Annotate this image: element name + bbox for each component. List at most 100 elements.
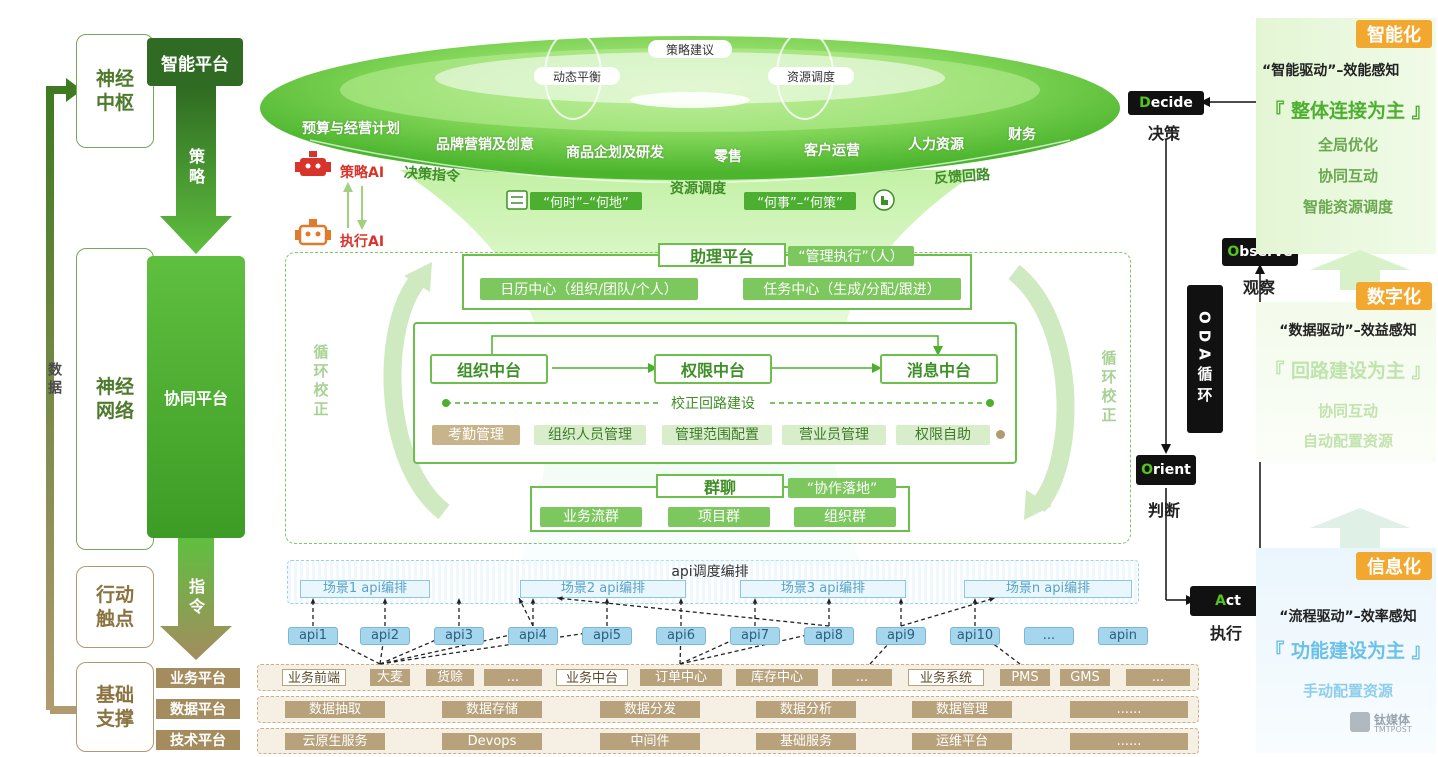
business-item: ... — [1126, 669, 1190, 686]
group-chat-item: 项目群 — [668, 507, 770, 527]
scene-orchestration: 场景2 api编排 — [520, 580, 686, 598]
business-item: 订单中心 — [640, 669, 722, 686]
api-link-arrowhead — [752, 598, 758, 604]
api-link-arrowhead — [826, 598, 832, 604]
execution-ai-robot-icon — [295, 219, 331, 246]
ai-exchange-arrows — [343, 182, 367, 230]
business-item: PMS — [1000, 669, 1050, 686]
cycle-correction-right: 循环校正 — [1099, 350, 1118, 426]
dynamic-balance-pill: 动态平衡 — [534, 67, 620, 85]
oda-rest-letters: ecide — [1150, 95, 1193, 111]
decide-cn: 决策 — [1148, 124, 1181, 143]
api-link-arrowhead — [972, 598, 978, 604]
api-endpoint: api8 — [804, 627, 854, 645]
resource-scheduling-pill: 资源调度 — [768, 67, 854, 85]
api-endpoint: ... — [1024, 627, 1074, 645]
api-link-arrowhead — [898, 598, 904, 604]
task-center-tag: 任务中心（生成/分配/跟进） — [743, 278, 961, 300]
neural-network-box: 神经 网络 — [76, 248, 154, 550]
data-label: 数据 — [46, 362, 62, 398]
oda-rest-letters: ct — [1225, 593, 1241, 609]
act-box: Act — [1190, 586, 1266, 616]
business-item: 大麦 — [370, 669, 410, 686]
data-platform-item: 数据分发 — [600, 701, 700, 718]
api-endpoint: api3 — [434, 627, 484, 645]
neural-center-box: 神经 中枢 — [76, 34, 154, 148]
tmtpost-logo-icon — [1350, 712, 1370, 732]
business-domain-label: 品牌营销及创意 — [436, 137, 534, 153]
api-link-line — [974, 629, 1021, 665]
loop-building-text: 『 回路建设为主 』 — [1265, 360, 1431, 382]
api-link-arrowhead — [989, 597, 995, 602]
api-endpoint: api7 — [730, 627, 780, 645]
group-chat-item: 业务流群 — [540, 507, 642, 527]
business-item: 业务系统 — [908, 669, 984, 686]
act-cn: 执行 — [1210, 624, 1243, 643]
business-domain-label: 预算与经营计划 — [302, 121, 400, 137]
api-endpoint: api5 — [582, 627, 632, 645]
oda-initial-letter: O — [1227, 244, 1240, 260]
api-link-arrowhead — [382, 598, 388, 604]
data-platform-item: ...... — [1070, 701, 1188, 718]
cycle-correction-left: 循环校正 — [311, 344, 330, 420]
decision-command-label: 决策指令 — [403, 165, 461, 185]
data-platform-tag: 数据平台 — [156, 699, 240, 719]
command-label: 指令 — [186, 578, 205, 618]
business-domain-label: 人力资源 — [908, 137, 964, 153]
info-stage-panel — [1256, 548, 1436, 753]
collab-platform-block: 协同平台 — [147, 256, 245, 538]
business-item: GMS — [1060, 669, 1110, 686]
overall-connection-text: 『 整体连接为主 』 — [1265, 100, 1431, 122]
assistant-platform-title: 助理平台 — [658, 243, 786, 267]
smart-feature-item: 智能资源调度 — [1302, 198, 1393, 216]
scene-orchestration: 场景1 api编排 — [300, 580, 430, 598]
what-strategy-tag: “何事”–“何策” — [744, 192, 856, 211]
strategy-label: 策略 — [186, 148, 205, 188]
api-link-arrowhead — [604, 598, 610, 604]
management-sub-item: 营业员管理 — [782, 425, 886, 445]
scene-orchestration: 场景n api编排 — [964, 580, 1132, 598]
business-domain-label: 零售 — [714, 149, 742, 165]
foundation-support-box: 基础 支撑 — [76, 662, 154, 752]
business-item: 库存中心 — [736, 669, 818, 686]
management-sub-item: 考勤管理 — [432, 425, 520, 445]
orient-box: Orient — [1136, 455, 1196, 485]
tech-platform-item: 中间件 — [600, 733, 700, 750]
api-endpoint: api9 — [876, 627, 926, 645]
info-feature-item: 手动配置资源 — [1302, 682, 1393, 700]
api-link-line — [900, 597, 996, 627]
data-platform-item: 数据管理 — [912, 701, 1012, 718]
business-item: 业务中台 — [556, 669, 628, 686]
scene-orchestration: 场景3 api编排 — [740, 580, 906, 598]
calendar-center-tag: 日历中心（组织/团队/个人） — [480, 278, 698, 300]
strategy-ai-robot-icon — [295, 151, 331, 176]
tech-platform-row — [257, 728, 1199, 754]
process-driven-text: “流程驱动”–效率感知 — [1279, 609, 1417, 625]
tech-platform-item: 基础服务 — [756, 733, 856, 750]
data-platform-row — [257, 696, 1199, 723]
strategy-arrow — [160, 86, 232, 254]
api-link-arrowhead — [557, 596, 563, 601]
orient-label: Orient — [1141, 462, 1191, 478]
tech-platform-tag: 技术平台 — [156, 730, 240, 750]
api-orchestration-title: api调度编排 — [671, 564, 749, 580]
cycle-right-arrow — [1008, 264, 1075, 520]
tech-platform-item: Devops — [442, 733, 542, 750]
oda-loop-label: ODA循环 — [1187, 285, 1223, 433]
api-link-line — [518, 597, 534, 627]
tech-platform-item: 云原生服务 — [285, 733, 385, 750]
api-link-line — [379, 629, 534, 665]
api-endpoint: api10 — [950, 627, 1000, 645]
management-sub-item: 权限自助 — [896, 425, 990, 445]
stage-up-arrows — [1310, 250, 1410, 548]
data-feedback-arrow — [46, 78, 82, 714]
function-building-text: 『 功能建设为主 』 — [1265, 640, 1431, 662]
data-driven-text: “数据驱动”–效益感知 — [1279, 323, 1417, 339]
api-link-arrowhead — [530, 598, 536, 604]
business-platform-tag: 业务平台 — [156, 668, 240, 688]
api-link-line — [556, 597, 830, 627]
oda-initial-letter: O — [1141, 462, 1154, 478]
org-middle-platform: 组织中台 — [430, 354, 548, 384]
when-where-tag: “何时”–“何地” — [530, 192, 642, 211]
data-platform-item: 数据抽取 — [285, 701, 385, 718]
